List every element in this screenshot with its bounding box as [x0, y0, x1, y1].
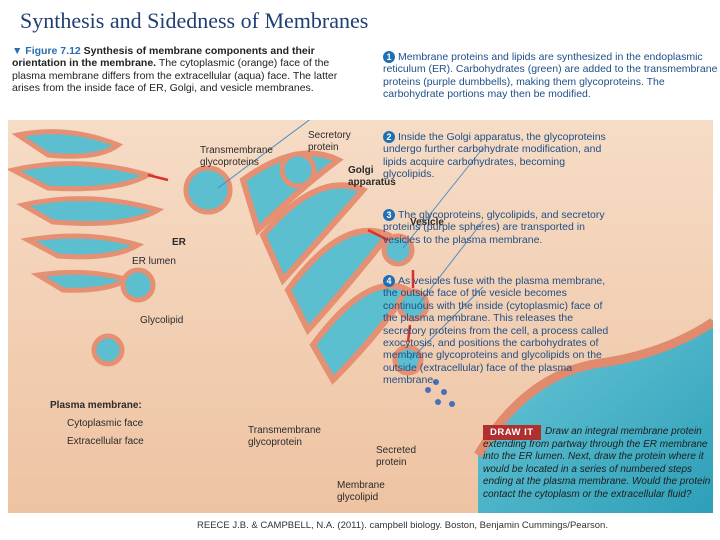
- step-number: 3: [383, 209, 395, 221]
- label-er-lumen: ER lumen: [132, 256, 176, 267]
- transport-arrows: [147, 173, 415, 343]
- vesicles: [91, 151, 430, 376]
- label-extracellular-face: Extracellular face: [67, 436, 144, 447]
- label-membrane-glycolipid: Membrane glycolipid: [337, 480, 385, 503]
- draw-it-badge: DRAW IT: [483, 425, 541, 440]
- label-transmembrane-glycoproteins: Transmembrane glycoproteins: [200, 145, 273, 168]
- golgi-stack: [239, 150, 413, 385]
- label-cytoplasmic-face: Cytoplasmic face: [67, 418, 144, 429]
- plasma-membrane: [474, 318, 713, 458]
- label-golgi-apparatus: Golgi apparatus: [348, 165, 396, 188]
- slide-title: Synthesis and Sidedness of Membranes: [20, 8, 369, 33]
- label-secretory-protein: Secretory protein: [308, 130, 351, 153]
- step-text: Inside the Golgi apparatus, the glycopro…: [383, 131, 606, 181]
- caption-body: The cytoplasmic (orange) face of the pla…: [12, 57, 338, 95]
- draw-it-text: Draw an integral membrane protein extend…: [483, 426, 711, 500]
- er-stack: [8, 129, 165, 293]
- label-er: ER: [172, 237, 186, 248]
- step-number: 1: [383, 51, 395, 63]
- step-text: The glycoproteins, glycolipids, and secr…: [383, 209, 605, 246]
- step-number: 4: [383, 275, 395, 287]
- pointer-lines: [217, 120, 484, 361]
- citation-credit: REECE J.B. & CAMPBELL, N.A. (2011). camp…: [197, 520, 608, 531]
- secreted-proteins: [425, 379, 455, 407]
- step-text: As vesicles fuse with the plasma membran…: [383, 275, 609, 387]
- label-vesicle: Vesicle: [410, 217, 444, 228]
- label-glycolipid: Glycolipid: [140, 315, 184, 326]
- membrane-synthesis-figure: [8, 120, 713, 513]
- step-number: 2: [383, 131, 395, 143]
- label-transmembrane-glycoprotein: Transmembrane glycoprotein: [248, 425, 321, 448]
- label-secreted-protein: Secreted protein: [376, 445, 417, 468]
- figure-label: ▼ Figure 7.12: [12, 45, 81, 57]
- step-text: Membrane proteins and lipids are synthes…: [383, 51, 718, 101]
- extracellular-region: [478, 320, 713, 513]
- figure-caption: ▼ Figure 7.12 Synthesis of membrane comp…: [12, 45, 357, 95]
- caption-bold: Synthesis of membrane components and the…: [12, 45, 315, 70]
- label-plasma-membrane: Plasma membrane:: [50, 400, 142, 411]
